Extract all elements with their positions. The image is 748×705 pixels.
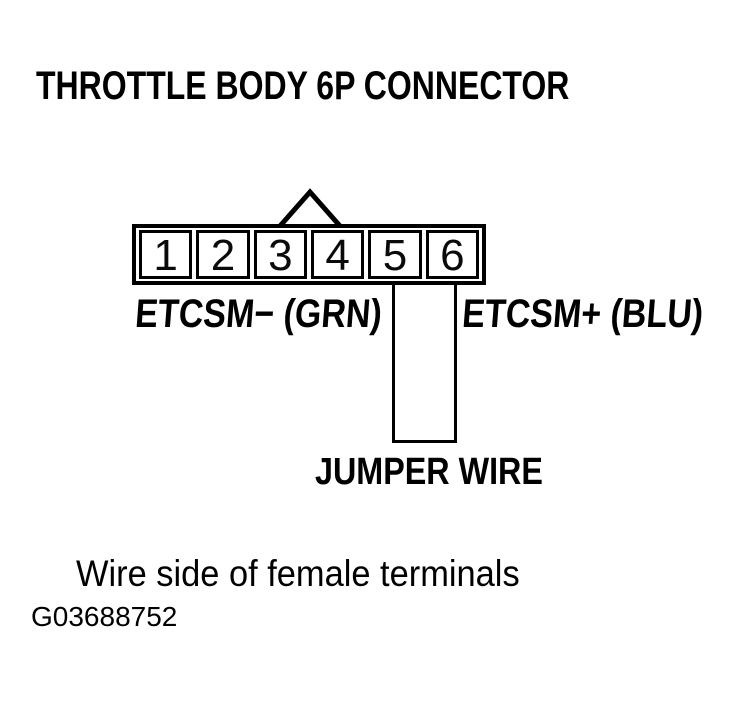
connector-keying-notch-icon bbox=[276, 188, 344, 228]
pin-5: 5 bbox=[368, 230, 422, 280]
pin-1-number: 1 bbox=[153, 230, 178, 280]
pin-4-number: 4 bbox=[325, 230, 350, 280]
figure-id: G03688752 bbox=[31, 601, 178, 632]
pin-2-number: 2 bbox=[210, 230, 236, 280]
pin-6-number: 6 bbox=[440, 230, 465, 280]
pin-3: 3 bbox=[253, 230, 307, 280]
wire-label-etcsm-plus: ETCSM+ (BLU) bbox=[460, 292, 705, 336]
jumper-wire-shape bbox=[392, 283, 457, 443]
caption-wire-side: Wire side of female terminals bbox=[76, 553, 520, 594]
pin-2: 2 bbox=[196, 230, 250, 280]
pin-3-number: 3 bbox=[268, 230, 293, 280]
wire-label-etcsm-minus: ETCSM− (GRN) bbox=[133, 292, 384, 336]
pin-4: 4 bbox=[310, 230, 365, 280]
page-title: THROTTLE BODY 6P CONNECTOR bbox=[36, 64, 570, 108]
pin-5-number: 5 bbox=[382, 230, 408, 280]
jumper-wire-label: JUMPER WIRE bbox=[315, 451, 543, 493]
pin-1: 1 bbox=[139, 230, 193, 280]
pin-6: 6 bbox=[425, 230, 479, 280]
connector-body: 1 2 3 4 5 6 bbox=[132, 224, 486, 285]
